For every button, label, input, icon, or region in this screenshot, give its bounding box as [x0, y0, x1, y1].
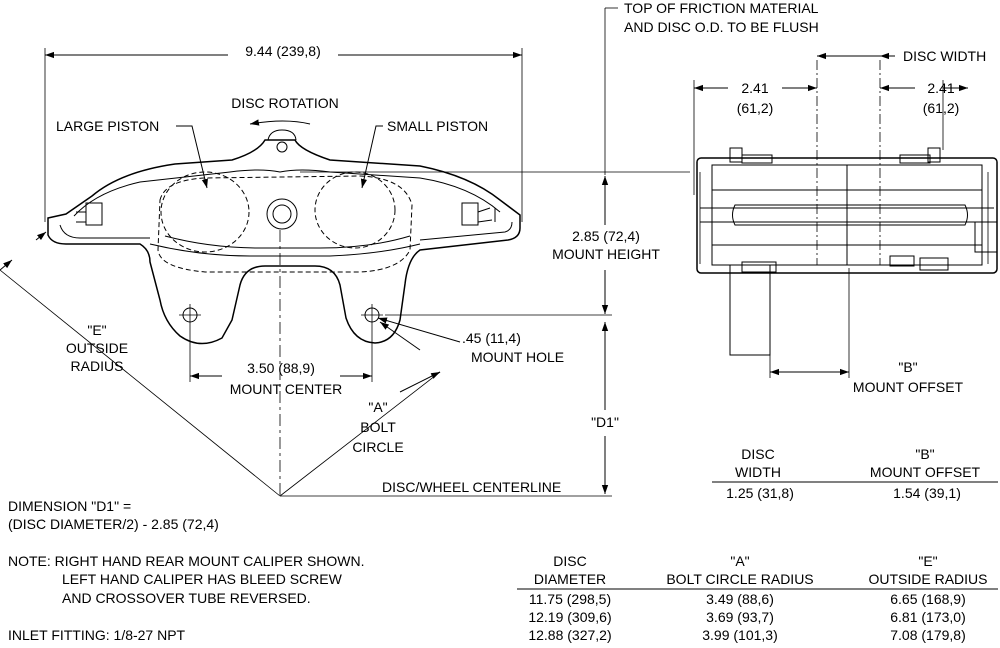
e-radius-label-2: OUTSIDE	[66, 340, 128, 356]
right-241-label-1: 2.41	[927, 80, 954, 96]
table-header-a-2: BOLT CIRCLE RADIUS	[666, 571, 813, 587]
a-bolt-label-3: CIRCLE	[352, 439, 403, 455]
note-line-2: LEFT HAND CALIPER HAS BLEED SCREW	[62, 571, 343, 587]
table-b-header-disc-1: DISC	[741, 446, 774, 462]
a-bolt-label-1: "A"	[368, 399, 387, 415]
table-b-cell: 1.54 (39,1)	[893, 485, 961, 501]
left-241-label-1: 2.41	[741, 80, 768, 96]
b-offset-label-2: MOUNT OFFSET	[853, 379, 964, 395]
table-header-a-1: "A"	[730, 553, 749, 569]
table-cell: 11.75 (298,5)	[529, 591, 611, 607]
table-b-header-b-2: MOUNT OFFSET	[870, 464, 981, 480]
disc-width-label: DISC WIDTH	[903, 48, 986, 64]
small-piston-label: SMALL PISTON	[387, 118, 488, 134]
disc-diameter-table: DISC DIAMETER "A" BOLT CIRCLE RADIUS "E"…	[517, 553, 998, 643]
table-b-header-b-1: "B"	[915, 446, 934, 462]
e-radius-label-3: RADIUS	[71, 358, 124, 374]
table-cell: 6.65 (168,9)	[890, 591, 966, 607]
mount-hole-label-1: .45 (11,4)	[462, 330, 521, 346]
top-friction-label-2: AND DISC O.D. TO BE FLUSH	[624, 19, 819, 35]
table-header-disc-1: DISC	[553, 553, 586, 569]
table-cell: 12.19 (309,6)	[528, 609, 611, 625]
table-cell: 12.88 (327,2)	[528, 627, 611, 643]
large-piston-outline	[160, 171, 250, 253]
note-line-1: NOTE: RIGHT HAND REAR MOUNT CALIPER SHOW…	[8, 553, 365, 569]
small-piston-outline	[314, 171, 396, 249]
table-cell: 3.99 (101,3)	[702, 627, 778, 643]
e-radius-label-1: "E"	[87, 322, 106, 338]
d1-label: "D1"	[591, 414, 619, 430]
centerline-label: DISC/WHEEL CENTERLINE	[382, 479, 561, 495]
large-piston-label: LARGE PISTON	[56, 118, 159, 134]
top-friction-label-1: TOP OF FRICTION MATERIAL	[624, 0, 819, 16]
mount-center-label-2: MOUNT CENTER	[230, 381, 343, 397]
table-b-cell: 1.25 (31,8)	[726, 485, 794, 501]
dimension-d1-note-2: (DISC DIAMETER/2) - 2.85 (72,4)	[8, 516, 219, 532]
b-offset-label-1: "B"	[898, 359, 917, 375]
overall-width-dimension	[44, 42, 523, 222]
disc-rotation-arrow	[249, 119, 311, 126]
table-header-e-1: "E"	[918, 553, 937, 569]
inlet-fitting-note: INLET FITTING: 1/8-27 NPT	[8, 627, 186, 643]
left-241-label-2: (61,2)	[737, 100, 774, 116]
mount-height-label-1: 2.85 (72,4)	[572, 228, 640, 244]
caliper-body-outline	[47, 139, 521, 345]
table-header-e-2: OUTSIDE RADIUS	[868, 571, 987, 587]
disc-width-offset-table: DISC WIDTH "B" MOUNT OFFSET 1.25 (31,8) …	[712, 446, 998, 501]
a-bolt-label-2: BOLT	[360, 419, 396, 435]
disc-rotation-label: DISC ROTATION	[231, 95, 339, 111]
dimension-d1-note-1: DIMENSION "D1" =	[8, 498, 131, 514]
right-241-label-2: (61,2)	[923, 100, 960, 116]
table-cell: 3.49 (88,6)	[706, 591, 774, 607]
table-cell: 7.08 (179,8)	[890, 627, 966, 643]
mount-center-label-1: 3.50 (88,9)	[247, 360, 315, 376]
note-line-3: AND CROSSOVER TUBE REVERSED.	[62, 590, 311, 606]
caliper-side-view	[696, 60, 998, 356]
mount-height-label-2: MOUNT HEIGHT	[552, 246, 660, 262]
table-cell: 6.81 (173,0)	[890, 609, 966, 625]
table-header-disc-2: DIAMETER	[534, 571, 606, 587]
table-b-header-disc-2: WIDTH	[735, 464, 781, 480]
overall-width-label: 9.44 (239,8)	[245, 43, 321, 59]
caliper-front-view	[47, 129, 521, 345]
table-cell: 3.69 (93,7)	[706, 609, 774, 625]
mount-hole-label-2: MOUNT HOLE	[471, 349, 564, 365]
